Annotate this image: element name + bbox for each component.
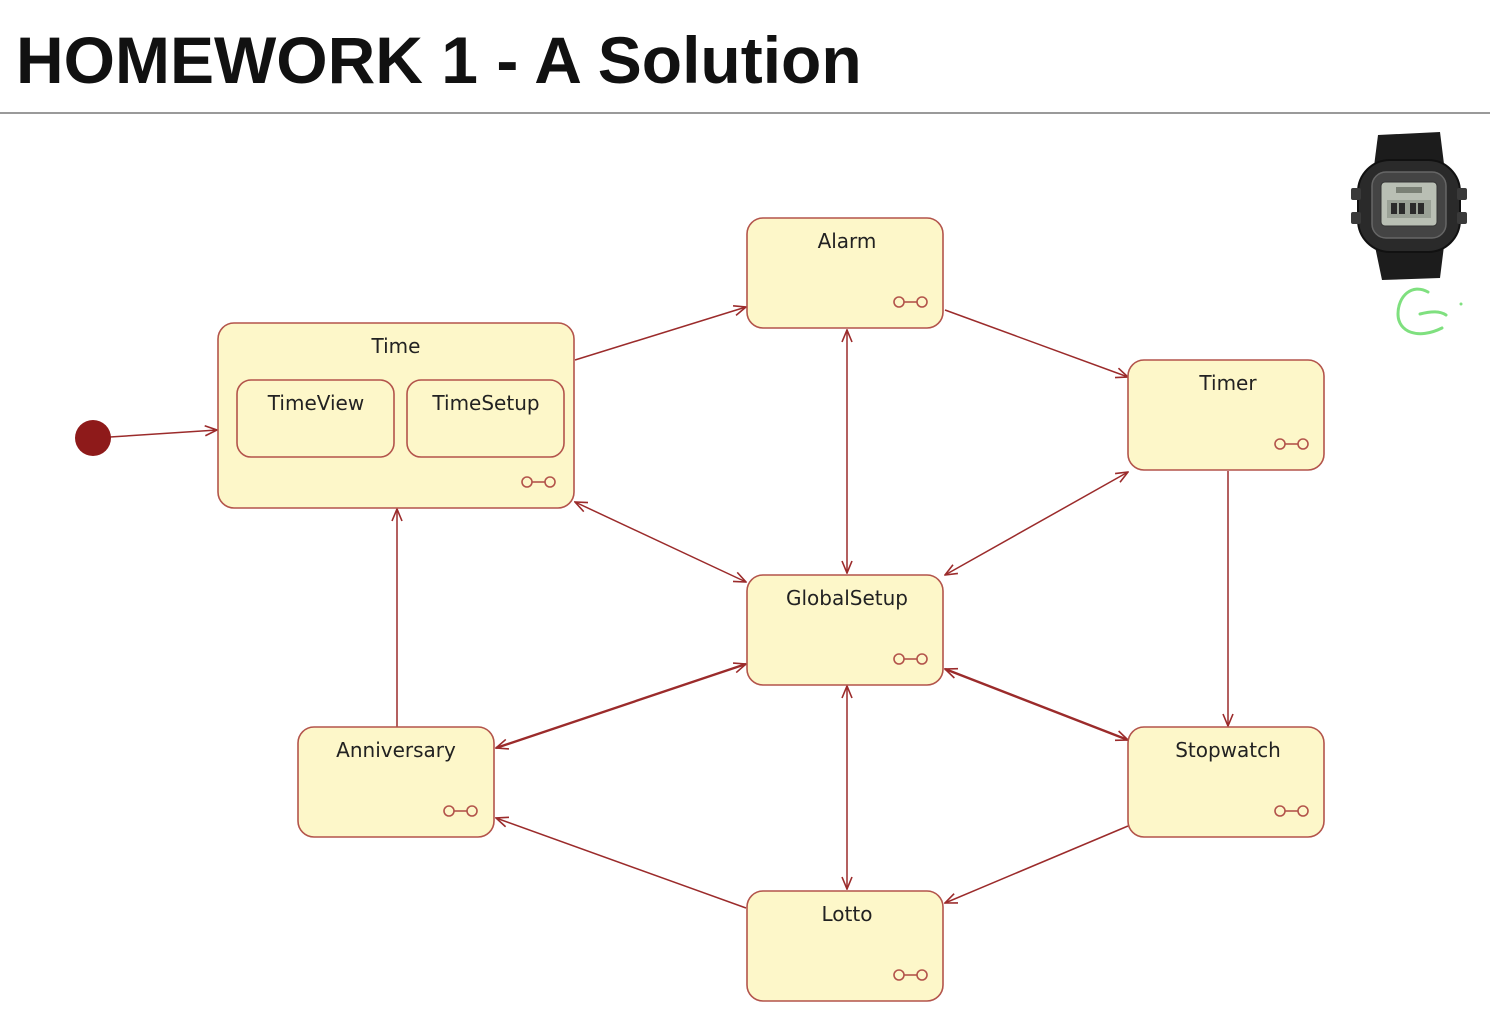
state-alarm-label: Alarm — [818, 229, 877, 253]
composite-state-icon — [893, 653, 928, 665]
handwritten-dot — [1459, 302, 1463, 306]
initial-state-node — [75, 420, 111, 456]
state-time-label: Time — [371, 334, 421, 358]
slide-title: HOMEWORK 1 - A Solution — [16, 23, 862, 97]
transition-timer-globalsetup — [945, 472, 1128, 575]
title-divider — [0, 112, 1490, 114]
transition-time-to-alarm — [574, 307, 746, 361]
transition-stopwatch-globalsetup — [945, 669, 1128, 740]
composite-state-icon — [521, 476, 556, 488]
transition-anniversary-globalsetup — [496, 664, 746, 748]
substate-timeview: TimeView — [236, 379, 395, 458]
state-stopwatch: Stopwatch — [1127, 726, 1325, 838]
state-alarm: Alarm — [746, 217, 944, 329]
composite-state-icon — [443, 805, 478, 817]
substate-timesetup: TimeSetup — [406, 379, 565, 458]
transitions — [109, 307, 1228, 909]
state-time: Time TimeView TimeSetup — [217, 322, 575, 509]
transition-initial-to-time — [109, 430, 217, 438]
composite-state-icon — [893, 296, 928, 308]
state-globalsetup-label: GlobalSetup — [786, 586, 908, 610]
substate-timesetup-label: TimeSetup — [431, 391, 539, 415]
state-stopwatch-label: Stopwatch — [1175, 738, 1281, 762]
composite-state-icon — [893, 969, 928, 981]
transition-lotto-to-anniversary — [496, 818, 747, 909]
state-timer: Timer — [1127, 359, 1325, 471]
state-anniversary-label: Anniversary — [336, 738, 456, 762]
handwritten-g-mark — [1396, 287, 1448, 336]
transition-alarm-to-timer — [944, 309, 1128, 377]
state-globalsetup: GlobalSetup — [746, 574, 944, 686]
composite-state-icon — [1274, 805, 1309, 817]
state-anniversary: Anniversary — [297, 726, 495, 838]
wristwatch-icon — [1351, 132, 1467, 280]
transition-time-globalsetup — [575, 502, 746, 582]
state-lotto: Lotto — [746, 890, 944, 1002]
composite-state-icon — [1274, 438, 1309, 450]
state-lotto-label: Lotto — [822, 902, 873, 926]
transition-stopwatch-to-lotto — [945, 825, 1129, 903]
state-timer-label: Timer — [1198, 371, 1257, 395]
substate-timeview-label: TimeView — [267, 391, 364, 415]
